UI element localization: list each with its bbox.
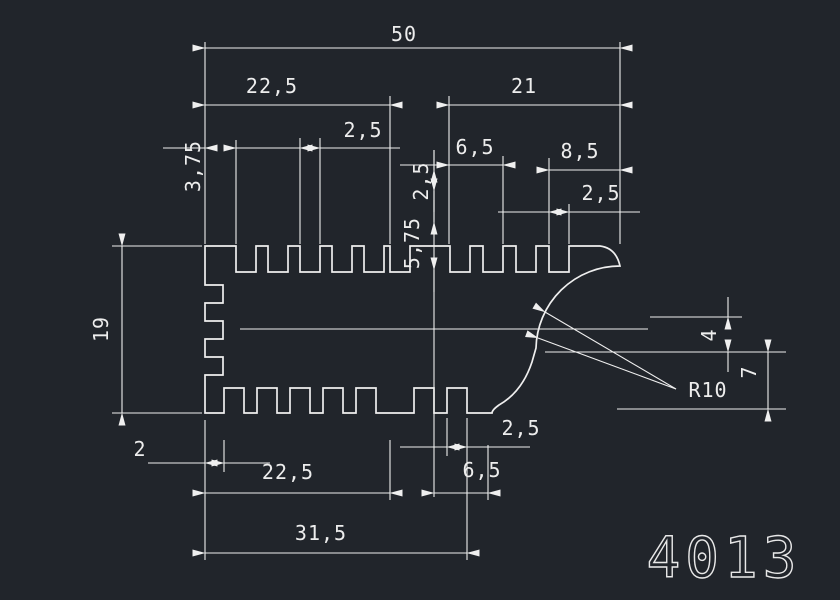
dim-label-top-first-slot-offset: 3,75 [181, 140, 205, 192]
dim-top-right-group: 21 [436, 74, 633, 244]
dim-label-top-slot-width: 2,5 [343, 118, 382, 142]
profile-outline [204, 245, 622, 414]
dim-bottom-right-slot-span: 6,5 [421, 445, 501, 500]
dim-label-top-right-slot-span: 6,5 [455, 135, 494, 159]
dim-bottom-left-offset: 2 [133, 420, 270, 560]
dim-label-bottom-left-offset: 2 [133, 437, 146, 461]
dim-label-bottom-slot-width: 2,5 [501, 416, 540, 440]
dim-label-overall-height: 19 [89, 316, 113, 342]
dim-bottom-left-group: 22,5 [192, 440, 403, 500]
dim-arc-lower-offset: 7 [545, 339, 786, 422]
dim-top-slot-width: 2,5 [252, 118, 400, 244]
dim-top-first-slot-offset: 3,75 [163, 140, 278, 244]
dim-top-left-group: 22,5 [192, 74, 403, 244]
dim-label-top-right-edge-offset: 8,5 [560, 139, 599, 163]
dim-arc-radius: R10 [525, 302, 727, 402]
dim-top-right-slot-span: 6,5 [400, 135, 516, 244]
dim-label-top-right-group: 21 [511, 74, 537, 98]
dim-bottom-slot-width: 2,5 [400, 416, 540, 560]
dim-label-bottom-group-width: 31,5 [295, 521, 347, 545]
dim-bottom-group-width: 31,5 [192, 521, 480, 557]
dim-label-overall-width: 50 [391, 22, 417, 46]
dim-overall-height: 19 [89, 233, 202, 426]
drawing-geometry: 50 22,5 21 2,5 3,75 [89, 22, 786, 560]
dim-label-right-step-height: 2,5 [409, 161, 433, 200]
dim-label-arc-upper-offset: 4 [697, 328, 721, 341]
dim-overall-width: 50 [192, 22, 633, 244]
dim-label-arc-lower-offset: 7 [737, 365, 761, 378]
dim-label-slot-depth: 5,75 [400, 217, 424, 269]
dim-label-top-left-group: 22,5 [246, 74, 298, 98]
dim-label-bottom-left-group: 22,5 [262, 460, 314, 484]
dim-arc-upper-offset: 4 [650, 297, 742, 372]
dim-top-right-slot-width: 2,5 [498, 181, 640, 244]
dim-label-bottom-right-slot-span: 6,5 [462, 458, 501, 482]
dim-label-arc-radius: R10 [688, 378, 727, 402]
part-number: 4013 [647, 526, 802, 591]
dim-vertical-steps: 2,5 5,75 [400, 150, 438, 497]
dim-label-top-right-slot-width: 2,5 [581, 181, 620, 205]
dim-top-right-edge-offset: 8,5 [536, 139, 633, 244]
